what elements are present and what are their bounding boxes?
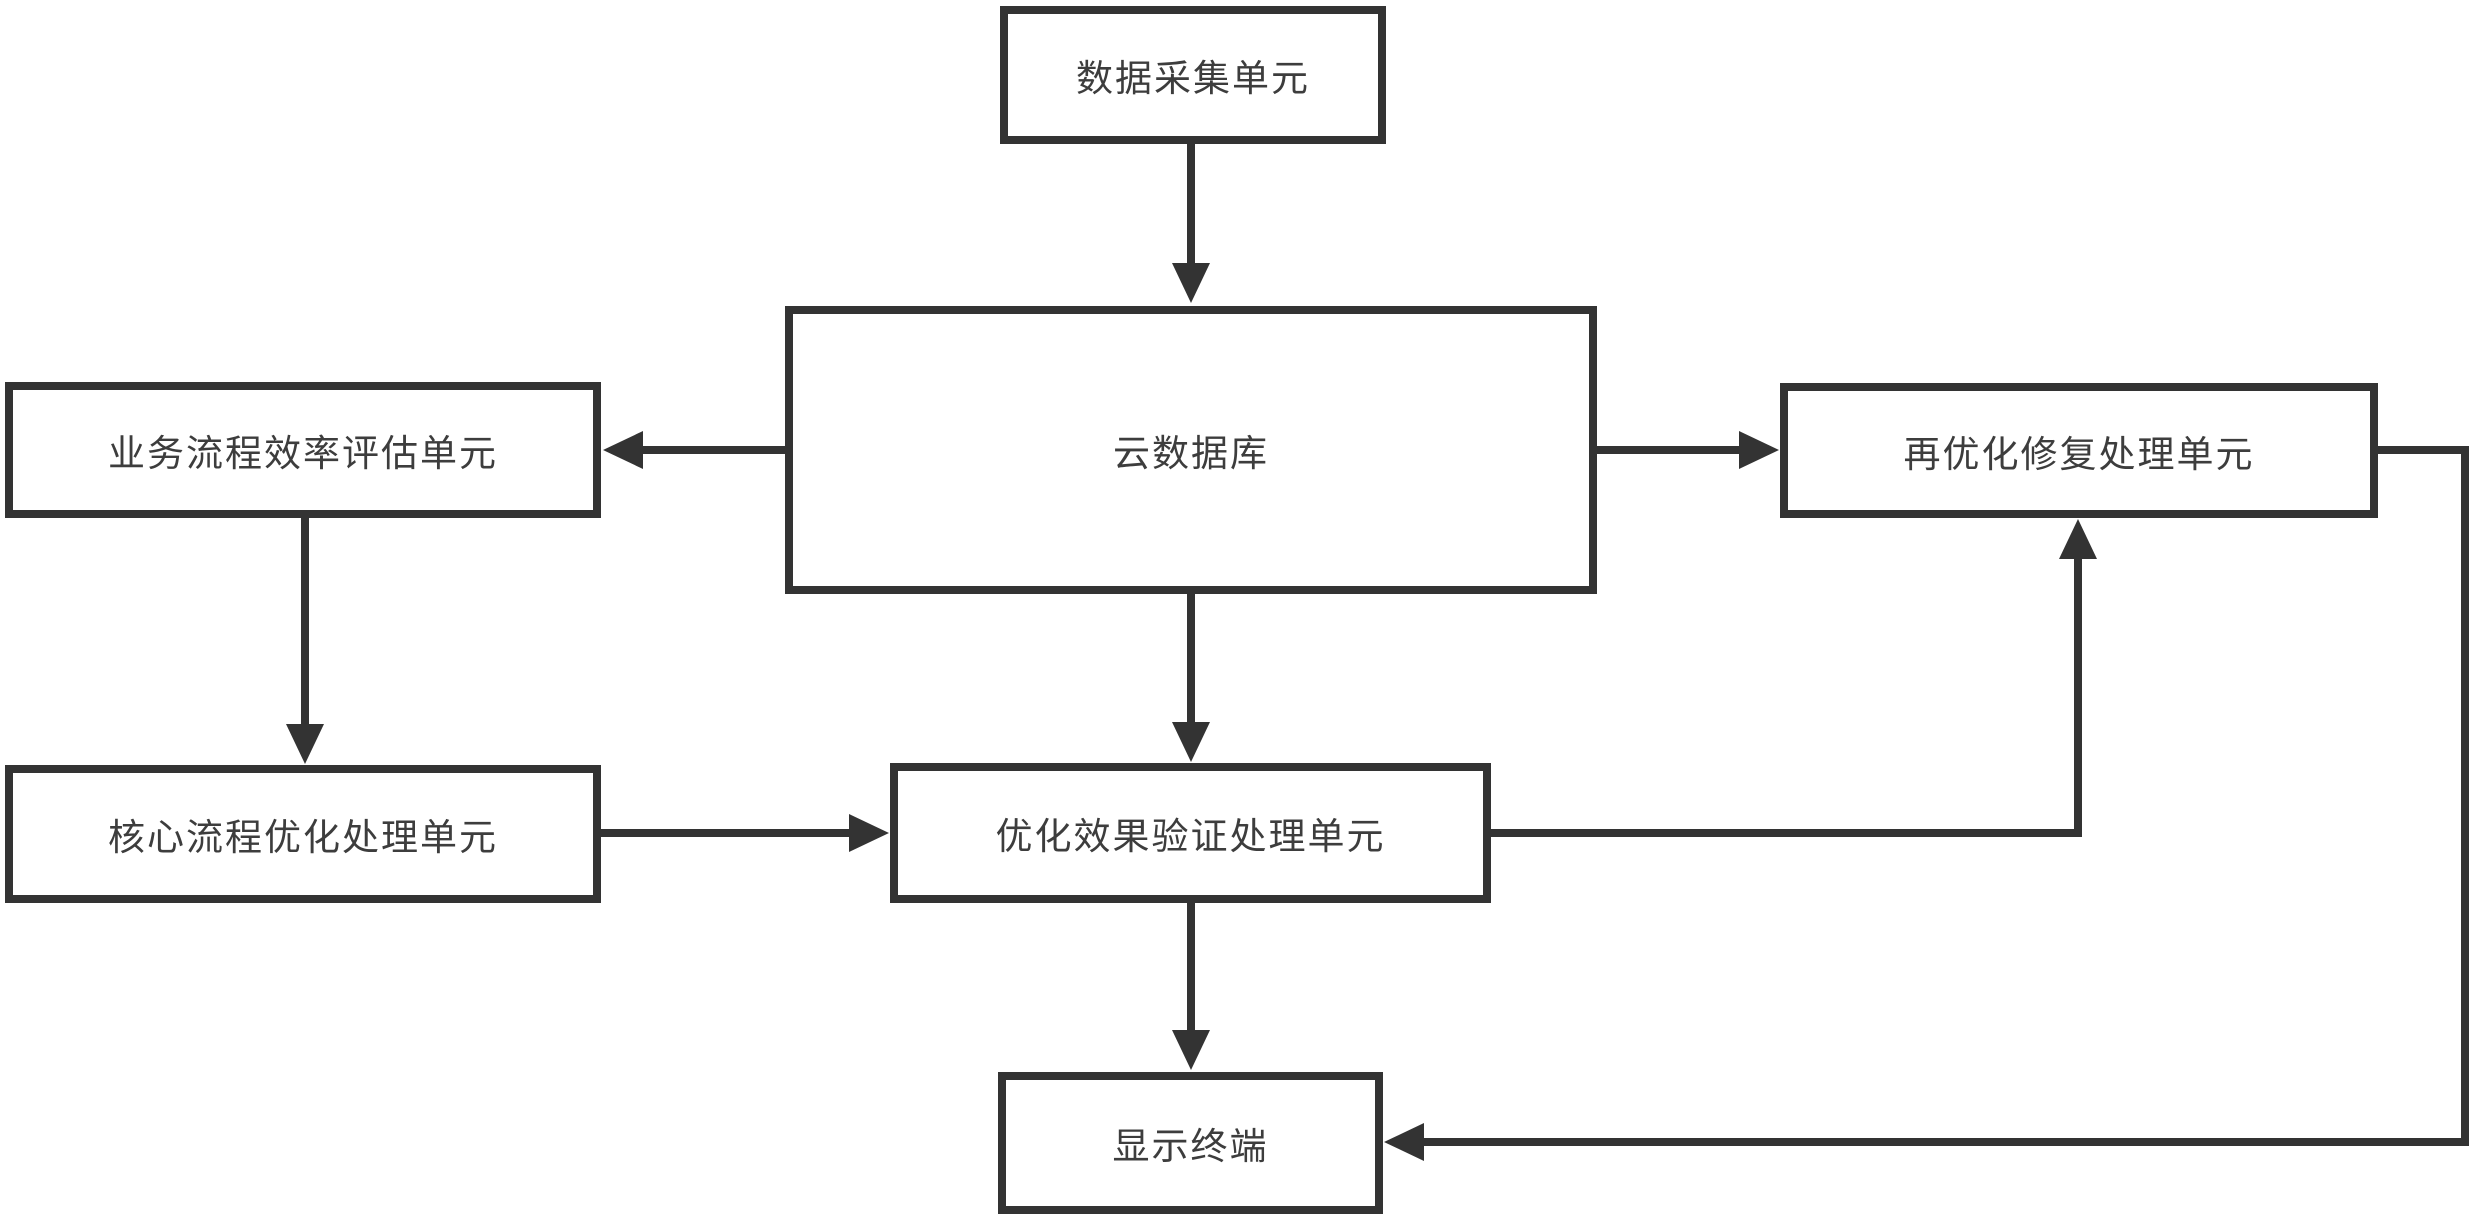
node-label: 核心流程优化处理单元 [108,817,498,858]
node-label: 数据采集单元 [1076,58,1310,99]
node-process-efficiency-evaluation-unit: 业务流程效率评估单元 [5,382,601,518]
node-data-collection-unit: 数据采集单元 [1000,6,1386,144]
node-label: 业务流程效率评估单元 [108,433,498,474]
node-label: 云数据库 [1113,433,1269,474]
edge-optverification-to-displayterminal [1172,903,1210,1070]
node-label: 优化效果验证处理单元 [995,816,1386,857]
edge-clouddb-to-efficiencyeval [603,431,785,469]
edge-clouddb-to-optverification [1172,594,1210,762]
edge-efficiencyeval-to-coreopt [286,518,324,764]
edge-datacollection-to-clouddb [1172,144,1210,303]
node-label: 再优化修复处理单元 [1903,433,2255,475]
node-cloud-database: 云数据库 [785,306,1597,594]
node-display-terminal: 显示终端 [998,1072,1383,1214]
edge-clouddb-to-reoptrepair [1597,431,1779,469]
node-label: 显示终端 [1112,1126,1269,1167]
node-reoptimization-repair-unit: 再优化修复处理单元 [1780,383,2378,518]
node-optimization-verification-unit: 优化效果验证处理单元 [890,763,1491,903]
node-core-process-optimization-unit: 核心流程优化处理单元 [5,765,601,903]
edge-coreopt-to-optverification [601,814,889,852]
